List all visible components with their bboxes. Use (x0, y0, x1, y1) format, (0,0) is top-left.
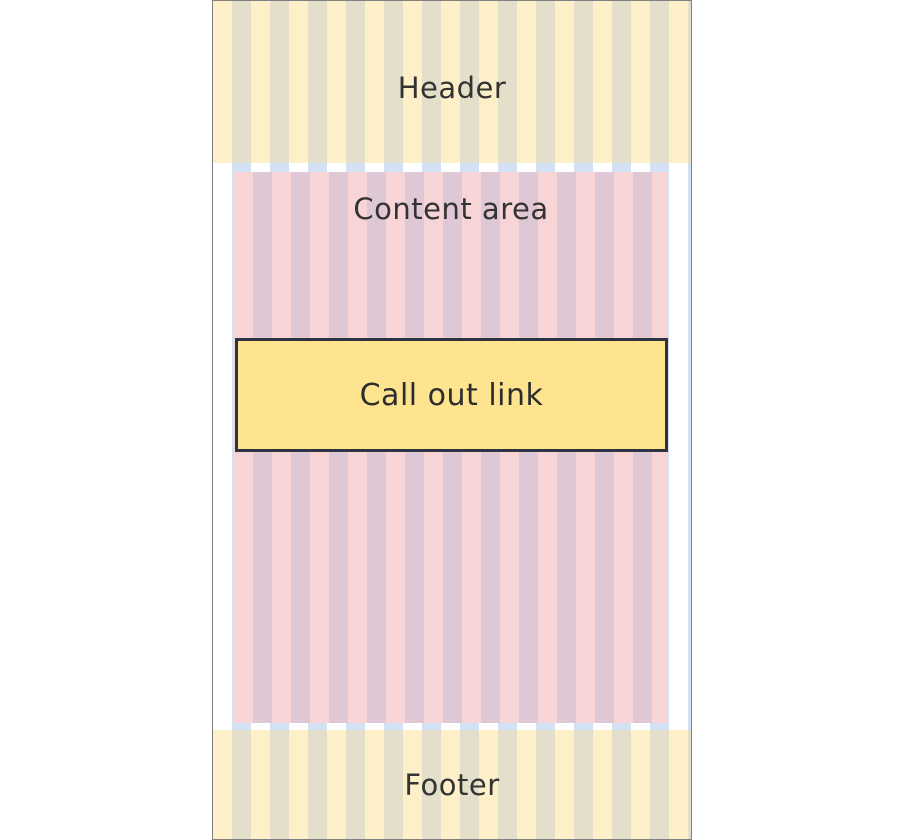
header-region: Header (213, 1, 691, 163)
content-area-label: Content area (353, 192, 549, 226)
footer-region: Footer (213, 730, 691, 839)
footer-label: Footer (404, 768, 500, 802)
callout-link-box[interactable]: Call out link (235, 338, 668, 452)
callout-link-label: Call out link (359, 378, 544, 413)
header-label: Header (397, 71, 507, 105)
page-frame: Header Content area Call out link Footer (212, 0, 692, 840)
